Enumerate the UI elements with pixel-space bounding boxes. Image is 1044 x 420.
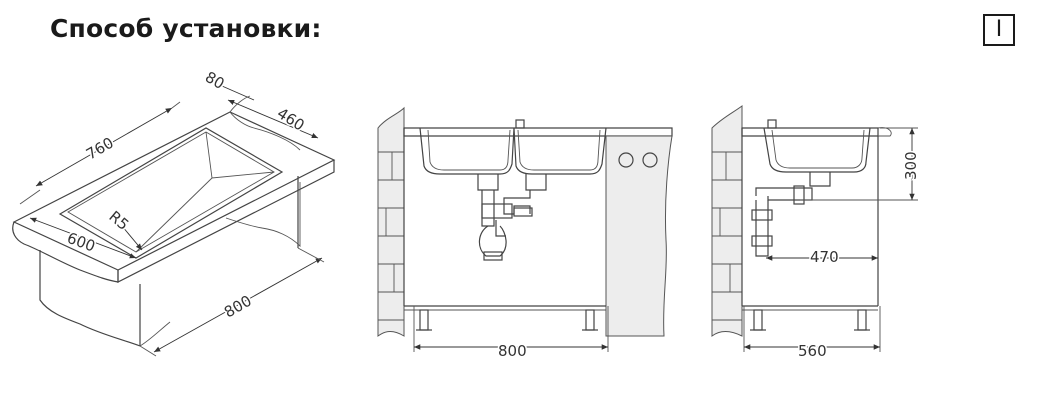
dim-300: 300 [902,151,920,180]
dim-460: 460 [274,104,308,134]
side-view: 300 470 560 [711,105,922,362]
dim-80: 80 [202,68,228,93]
dim-r5: R5 [105,207,132,234]
page-title: Способ установки: [50,14,322,43]
dim-470: 470 [810,248,839,266]
front-view: 800 [377,106,673,362]
dim-800-iso: 800 [221,292,255,322]
installation-type-badge: I [983,14,1015,46]
dim-560: 560 [798,342,827,360]
dim-800-front: 800 [498,342,527,360]
dim-760: 760 [83,134,117,164]
isometric-view: 760 80 460 600 R5 800 [12,66,336,357]
